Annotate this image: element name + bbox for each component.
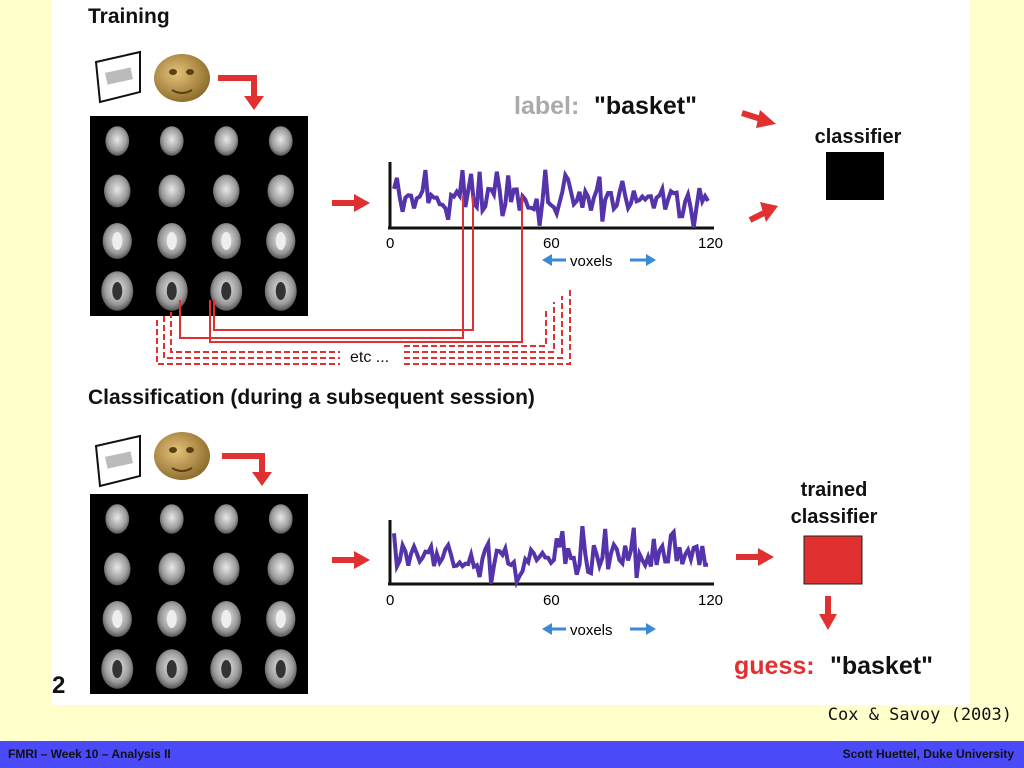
arrow-label-to-classifier	[741, 110, 776, 128]
arrow-signal-to-classifier	[748, 202, 778, 223]
brain-slice	[103, 174, 131, 208]
brain-slice	[158, 552, 186, 586]
label-prefix: label:	[514, 92, 579, 120]
brain-slice-detail	[275, 232, 286, 250]
face-icon-bottom	[154, 432, 210, 480]
arrow-to-guess	[819, 596, 837, 630]
brain-slice-detail	[112, 610, 123, 628]
training-heading: Training	[88, 5, 170, 28]
x-tick-60-top: 60	[543, 235, 560, 252]
voxels-label-top: voxels	[570, 253, 613, 270]
voxel-signal-plot-top	[388, 162, 714, 230]
voxel-signal-plot-bottom	[388, 520, 714, 589]
label-value: "basket"	[594, 92, 697, 120]
brain-slice	[268, 126, 293, 156]
classifier-box-trained	[803, 535, 863, 585]
brain-slice-detail	[112, 282, 123, 300]
brain-slice-detail	[221, 232, 232, 250]
brain-slice-detail	[166, 660, 177, 678]
brain-slice-detail	[112, 660, 123, 678]
slide-number: 2	[52, 672, 66, 699]
trained-classifier-label-line1: trained	[801, 479, 868, 501]
footer-author: Scott Huettel, Duke University	[842, 747, 1014, 761]
brain-slice-detail	[166, 232, 177, 250]
brain-slice	[268, 504, 293, 534]
brain-slice-grid-bottom	[90, 494, 308, 694]
stimulus-image-top	[94, 50, 141, 104]
brain-slice	[103, 552, 131, 586]
classifier-box-untrained	[826, 152, 884, 200]
guess-prefix: guess:	[734, 652, 815, 680]
voxels-label-bottom: voxels	[570, 622, 613, 639]
brain-slice-grid-top	[90, 116, 308, 316]
face-icon-top	[154, 54, 210, 102]
classifier-label: classifier	[815, 126, 902, 148]
citation: Cox & Savoy (2003)	[827, 705, 1012, 725]
bent-arrow-top	[218, 75, 264, 110]
etc-dashed-lines	[156, 290, 571, 365]
x-tick-120-top: 120	[698, 235, 723, 252]
trained-classifier-label-line2: classifier	[791, 506, 878, 528]
x-tick-60-bottom: 60	[543, 592, 560, 609]
etc-label: etc ...	[350, 349, 389, 366]
brain-slice	[267, 174, 295, 208]
footer-course-title: FMRI – Week 10 – Analysis II	[8, 747, 171, 761]
brain-slice-detail	[221, 660, 232, 678]
stimulus-image-bottom	[94, 434, 141, 488]
brain-slice-detail	[221, 610, 232, 628]
guess-value: "basket"	[830, 652, 933, 680]
brain-slice	[214, 504, 239, 534]
brain-slice	[212, 174, 240, 208]
voxel-connector-lines	[179, 196, 523, 343]
x-tick-0-top: 0	[386, 235, 394, 252]
x-tick-0-bottom: 0	[386, 592, 394, 609]
brain-slice-detail	[112, 232, 123, 250]
brain-slice	[159, 504, 184, 534]
footer-bar: FMRI – Week 10 – Analysis II Scott Huett…	[0, 741, 1024, 768]
arrow-to-signal-bottom	[332, 551, 370, 569]
brain-slice-detail	[275, 660, 286, 678]
arrow-to-signal-top	[332, 194, 370, 212]
brain-slice-detail	[166, 610, 177, 628]
brain-slice-detail	[166, 282, 177, 300]
arrow-signal-to-trained-classifier	[736, 548, 774, 566]
brain-slice-detail	[221, 282, 232, 300]
signal-trace-top	[392, 169, 710, 228]
brain-slice	[267, 552, 295, 586]
x-tick-120-bottom: 120	[698, 592, 723, 609]
voxels-double-arrow-bottom	[542, 623, 656, 635]
classification-heading: Classification (during a subsequent sess…	[88, 386, 535, 409]
brain-slice	[159, 126, 184, 156]
brain-slice	[214, 126, 239, 156]
brain-slice	[105, 504, 130, 534]
voxels-double-arrow-top	[542, 254, 656, 266]
brain-slice	[158, 174, 186, 208]
brain-slice-detail	[275, 282, 286, 300]
brain-slice	[105, 126, 130, 156]
brain-slice-detail	[275, 610, 286, 628]
brain-slice	[212, 552, 240, 586]
signal-trace-bottom	[392, 525, 709, 589]
bent-arrow-bottom	[222, 453, 272, 486]
